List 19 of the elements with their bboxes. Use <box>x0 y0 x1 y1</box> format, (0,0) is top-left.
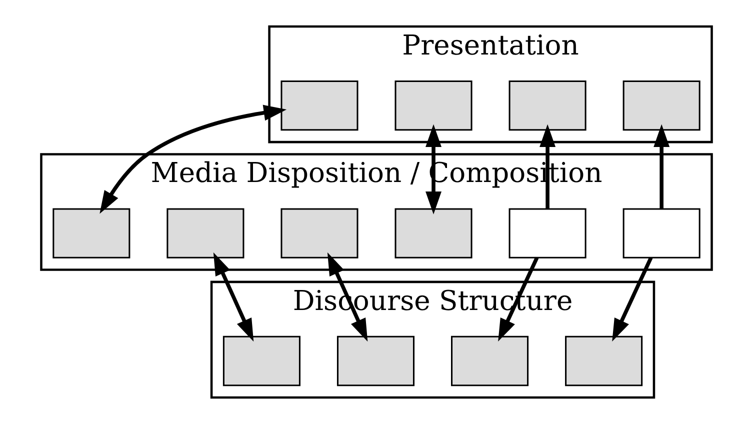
node-box <box>52 208 130 258</box>
node-box <box>564 336 642 386</box>
node-box <box>222 336 300 386</box>
node-box <box>166 208 244 258</box>
node-box <box>622 208 700 258</box>
node-box <box>508 208 586 258</box>
node-box <box>508 80 586 131</box>
node-box <box>336 336 414 386</box>
node-box <box>450 336 528 386</box>
node-box <box>280 208 358 258</box>
arrow <box>99 104 286 214</box>
cluster: Presentation <box>268 25 712 144</box>
node-box <box>280 80 358 131</box>
node-box <box>622 80 700 131</box>
node-box <box>394 80 472 131</box>
arrow <box>212 252 254 342</box>
arrow <box>425 124 442 214</box>
arrow <box>653 124 670 209</box>
node-box <box>394 208 472 258</box>
